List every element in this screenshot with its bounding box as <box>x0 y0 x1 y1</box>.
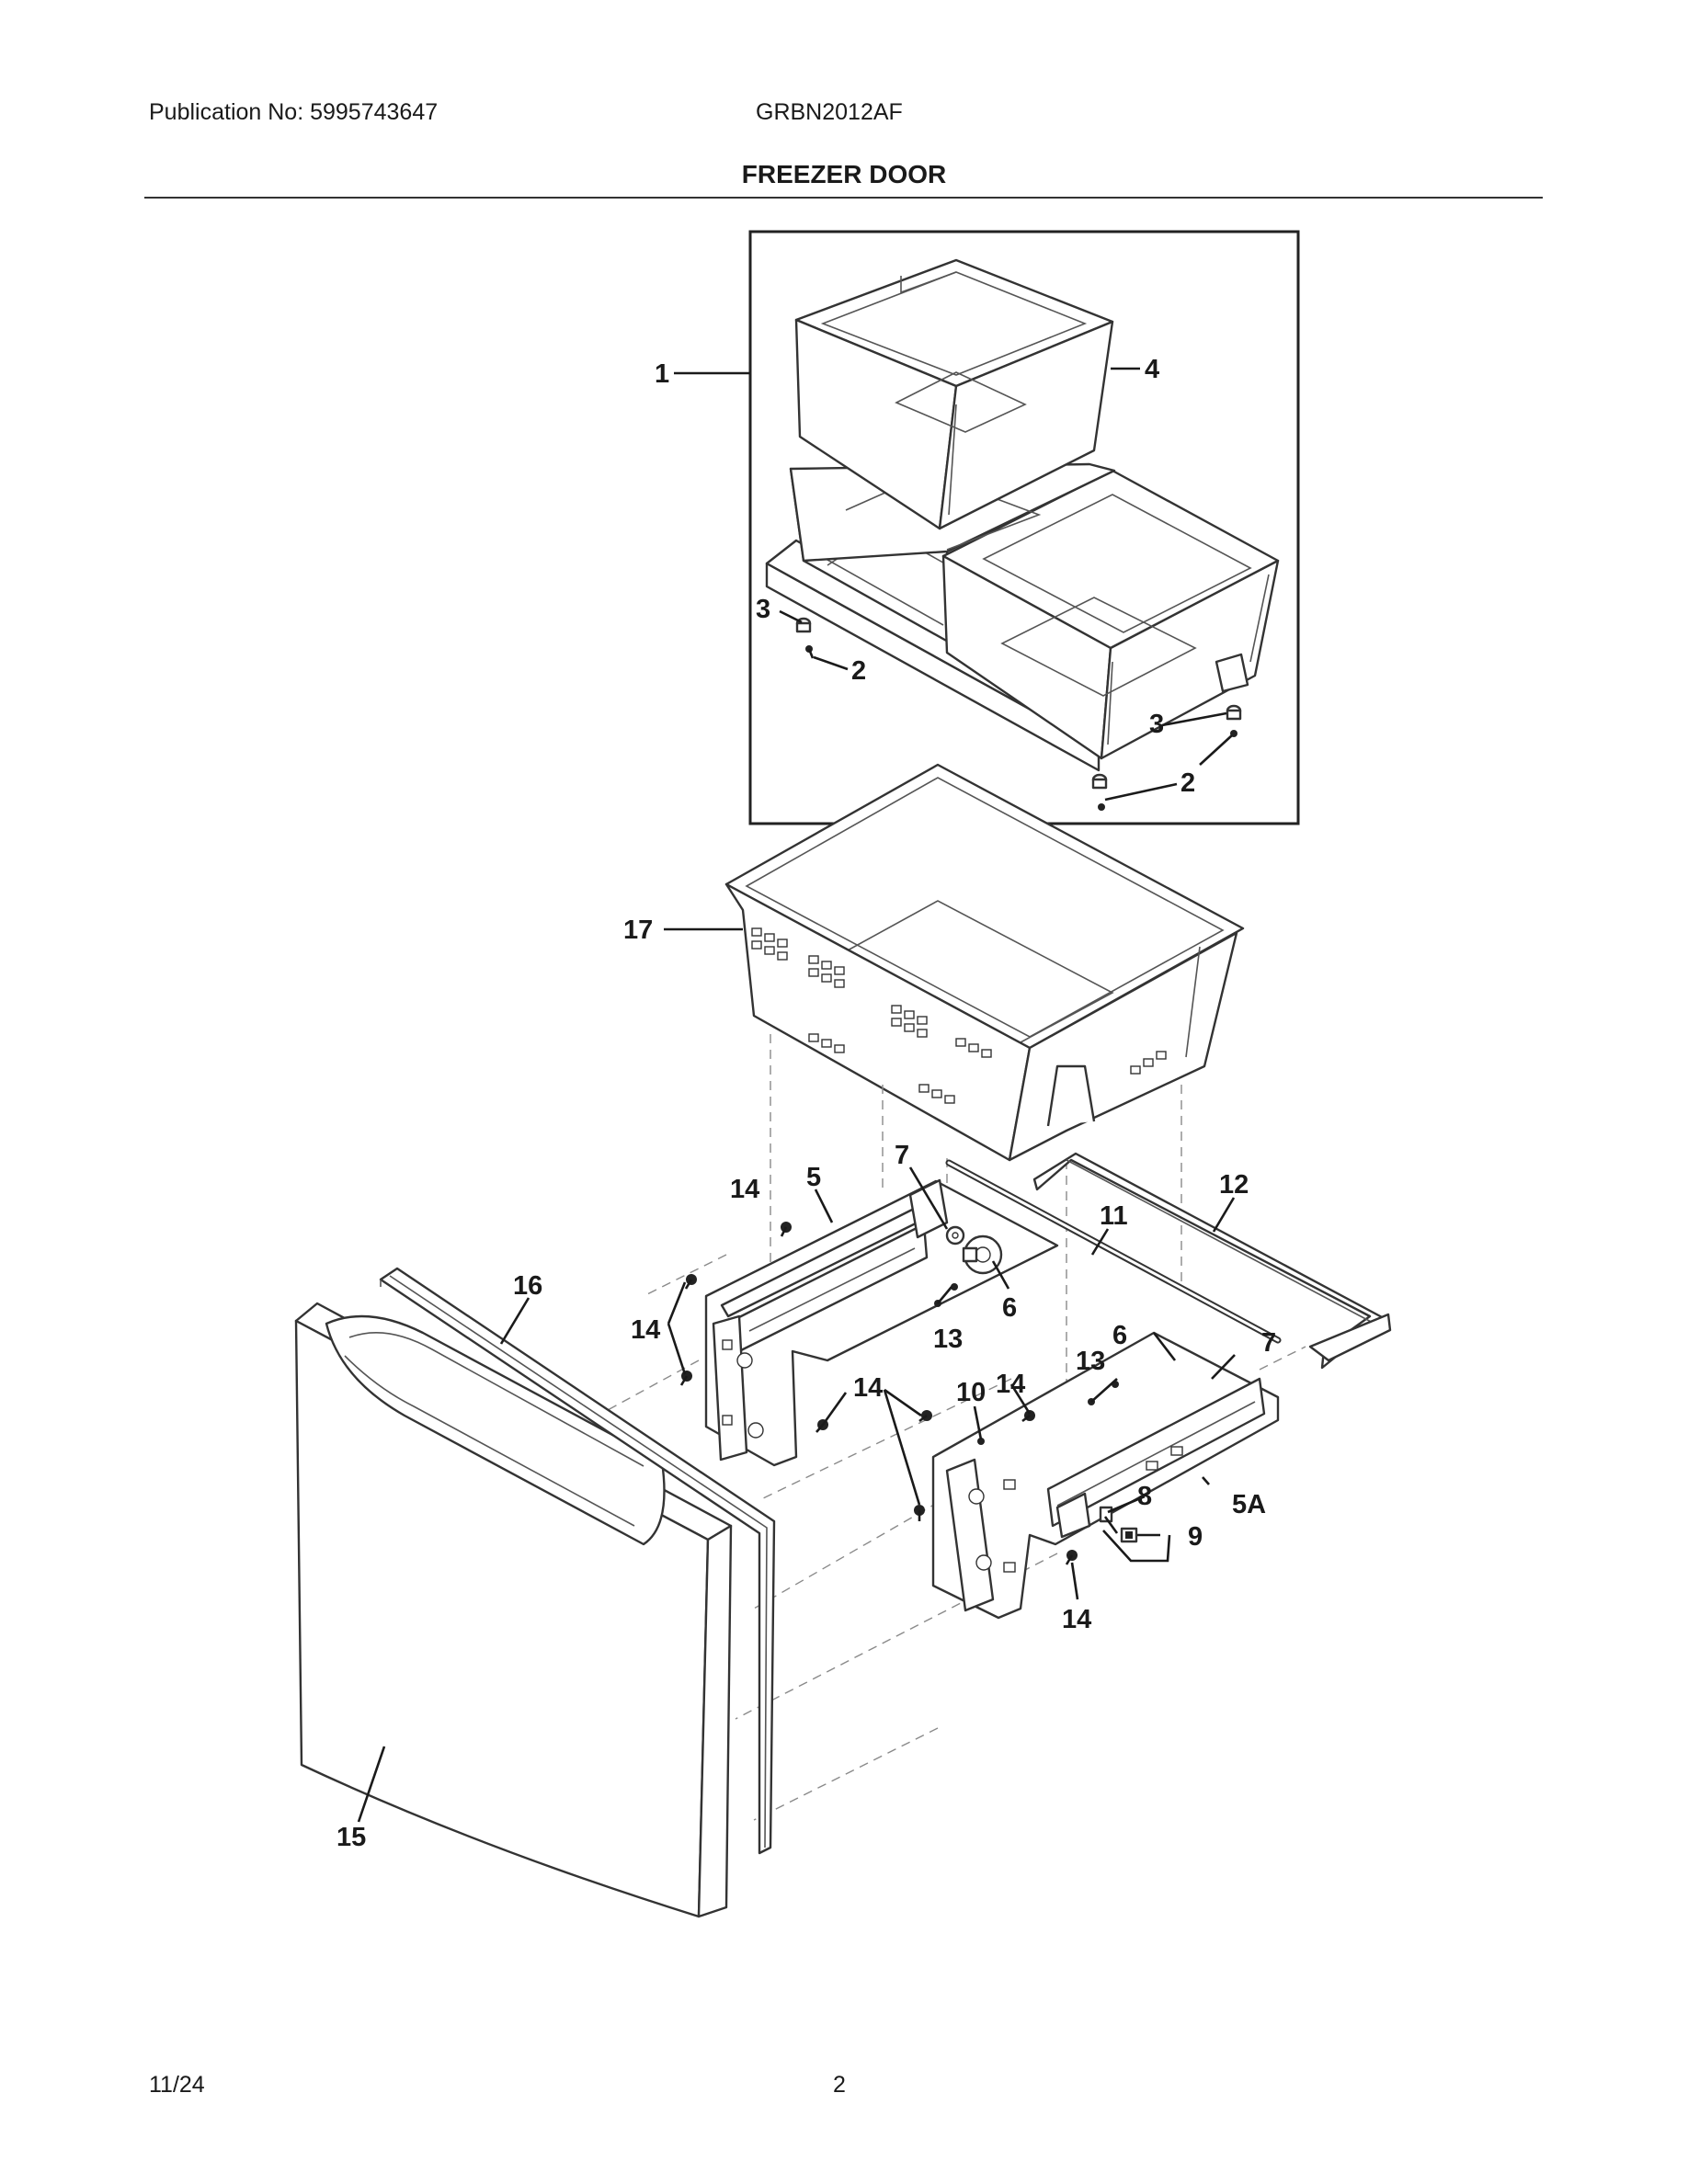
door-gasket <box>379 1267 776 1855</box>
page-number: 2 <box>833 2072 846 2098</box>
publication-date: 11/24 <box>149 2072 205 2098</box>
callout-17: 17 <box>623 916 653 945</box>
callout-13-right: 13 <box>1076 1347 1105 1376</box>
right-slide-rail <box>931 1331 1280 1620</box>
screw-14-h <box>1065 1550 1078 1565</box>
callout-14-bottom: 14 <box>1062 1605 1091 1634</box>
callout-8: 8 <box>1137 1482 1152 1511</box>
left-washer <box>945 1225 965 1246</box>
callout-11: 11 <box>1100 1201 1128 1231</box>
left-gear <box>962 1234 1003 1275</box>
model-number: GRBN2012AF <box>756 99 903 125</box>
publication-number: Publication No: 5995743647 <box>149 99 439 125</box>
roller-right <box>1091 704 1242 790</box>
callout-7-right: 7 <box>1261 1328 1276 1358</box>
callout-14-middle: 14 <box>853 1373 883 1403</box>
callout-5a: 5A <box>1232 1490 1266 1519</box>
crossover-rod <box>945 1159 1282 1344</box>
callout-16: 16 <box>513 1271 542 1301</box>
screw-14-g <box>1021 1410 1035 1423</box>
screw-left <box>805 645 815 659</box>
callout-14-right: 14 <box>996 1370 1025 1399</box>
assembly-guide-lines <box>597 1034 1306 1821</box>
clip-9 <box>1120 1527 1138 1543</box>
screw-14-e <box>918 1410 932 1423</box>
screw-14-a <box>780 1222 792 1237</box>
callout-14-top: 14 <box>730 1175 759 1204</box>
screw-14-f <box>914 1505 925 1521</box>
upper-small-bin <box>794 258 1114 530</box>
callout-4: 4 <box>1145 355 1159 384</box>
callout-6-left: 6 <box>1002 1293 1017 1323</box>
callout-3-left: 3 <box>756 595 770 624</box>
callout-3-right: 3 <box>1149 710 1164 739</box>
callout-7-left: 7 <box>895 1141 909 1170</box>
callout-10: 10 <box>956 1378 986 1407</box>
screw-14-b <box>684 1274 697 1290</box>
rear-bracket <box>1032 1152 1392 1370</box>
header-rule <box>144 197 1543 199</box>
leader-lines <box>357 367 1236 1823</box>
right-bin <box>941 469 1280 760</box>
callout-2-left: 2 <box>851 656 866 686</box>
screw-14-c <box>679 1371 692 1386</box>
callout-6-right: 6 <box>1112 1321 1127 1350</box>
callout-12: 12 <box>1219 1170 1249 1200</box>
callout-13-left: 13 <box>933 1325 963 1354</box>
callout-1: 1 <box>655 359 669 389</box>
callout-5: 5 <box>806 1163 821 1192</box>
basket-vent-slots <box>751 927 1167 1104</box>
callout-9: 9 <box>1188 1522 1203 1552</box>
callout-14-left: 14 <box>631 1315 660 1345</box>
main-freezer-basket <box>724 763 1245 1162</box>
freezer-door-panel <box>294 1302 733 1918</box>
callout-15: 15 <box>336 1823 366 1852</box>
screw-10 <box>977 1438 985 1445</box>
page-title: FREEZER DOOR <box>741 160 947 188</box>
callout-2-right: 2 <box>1180 768 1195 798</box>
